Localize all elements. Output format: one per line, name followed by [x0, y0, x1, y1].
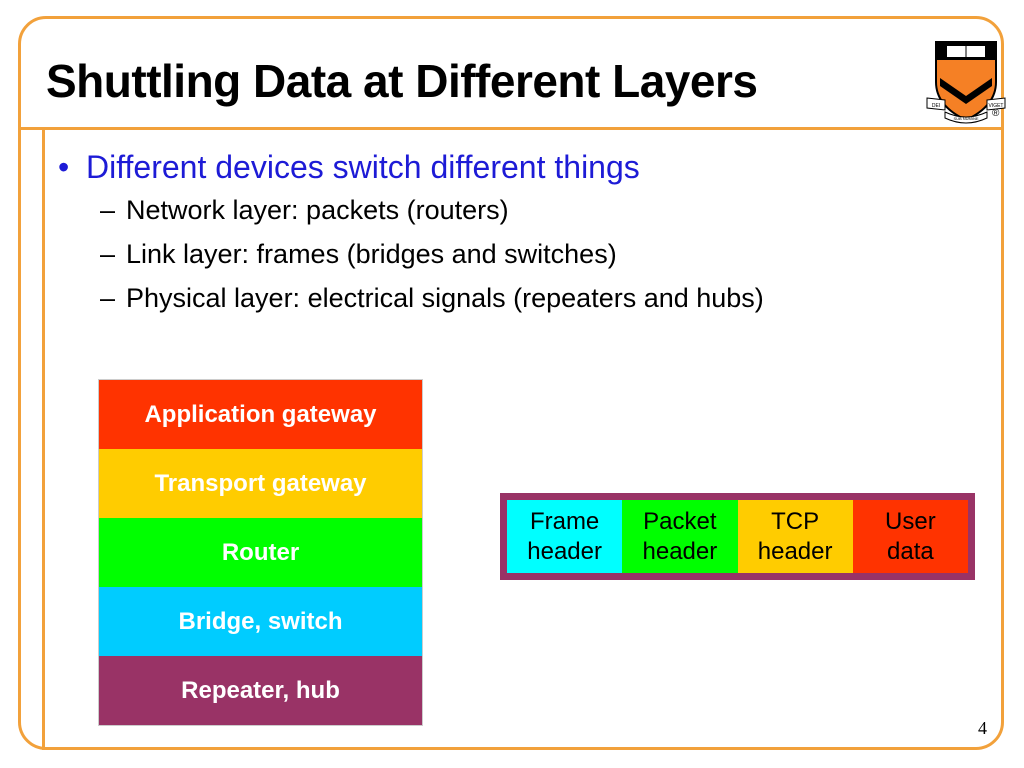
dash-marker: – [100, 283, 116, 313]
layer-repeater-hub: Repeater, hub [99, 656, 422, 725]
sub-bullet-physical: –Physical layer: electrical signals (rep… [58, 276, 764, 320]
motto-right: VIGET [988, 103, 1003, 109]
motto-center: SUB NUMINE [953, 116, 978, 121]
sub-bullet-text: Network layer: packets (routers) [126, 195, 509, 225]
page-number: 4 [978, 718, 987, 738]
sub-bullet-text: Link layer: frames (bridges and switches… [126, 239, 617, 269]
registered-mark: ® [992, 108, 1000, 119]
dash-marker: – [100, 195, 116, 225]
motto-left: DEI [932, 103, 940, 109]
device-layer-stack: Application gateway Transport gateway Ro… [98, 379, 423, 726]
bullet-main: • Different devices switch different thin… [58, 146, 764, 188]
left-rule [42, 129, 45, 750]
slide-title: Shuttling Data at Different Layers [46, 55, 758, 107]
layer-transport-gateway: Transport gateway [99, 449, 422, 518]
bullet-list: • Different devices switch different thin… [58, 146, 764, 320]
princeton-shield-icon: DEI SUB NUMINE VIGET [926, 41, 1006, 124]
layer-application-gateway: Application gateway [99, 380, 422, 449]
title-divider [18, 127, 1004, 130]
slide-frame [18, 16, 1004, 750]
dash-marker: – [100, 239, 116, 269]
sub-bullet-link: –Link layer: frames (bridges and switche… [58, 232, 764, 276]
bullet-main-text: Different devices switch different thing… [86, 149, 640, 185]
bullet-marker: • [58, 149, 70, 185]
layer-router: Router [99, 518, 422, 587]
sub-bullet-text: Physical layer: electrical signals (repe… [126, 283, 764, 313]
layer-bridge-switch: Bridge, switch [99, 587, 422, 656]
sub-bullet-network: –Network layer: packets (routers) [58, 188, 764, 232]
